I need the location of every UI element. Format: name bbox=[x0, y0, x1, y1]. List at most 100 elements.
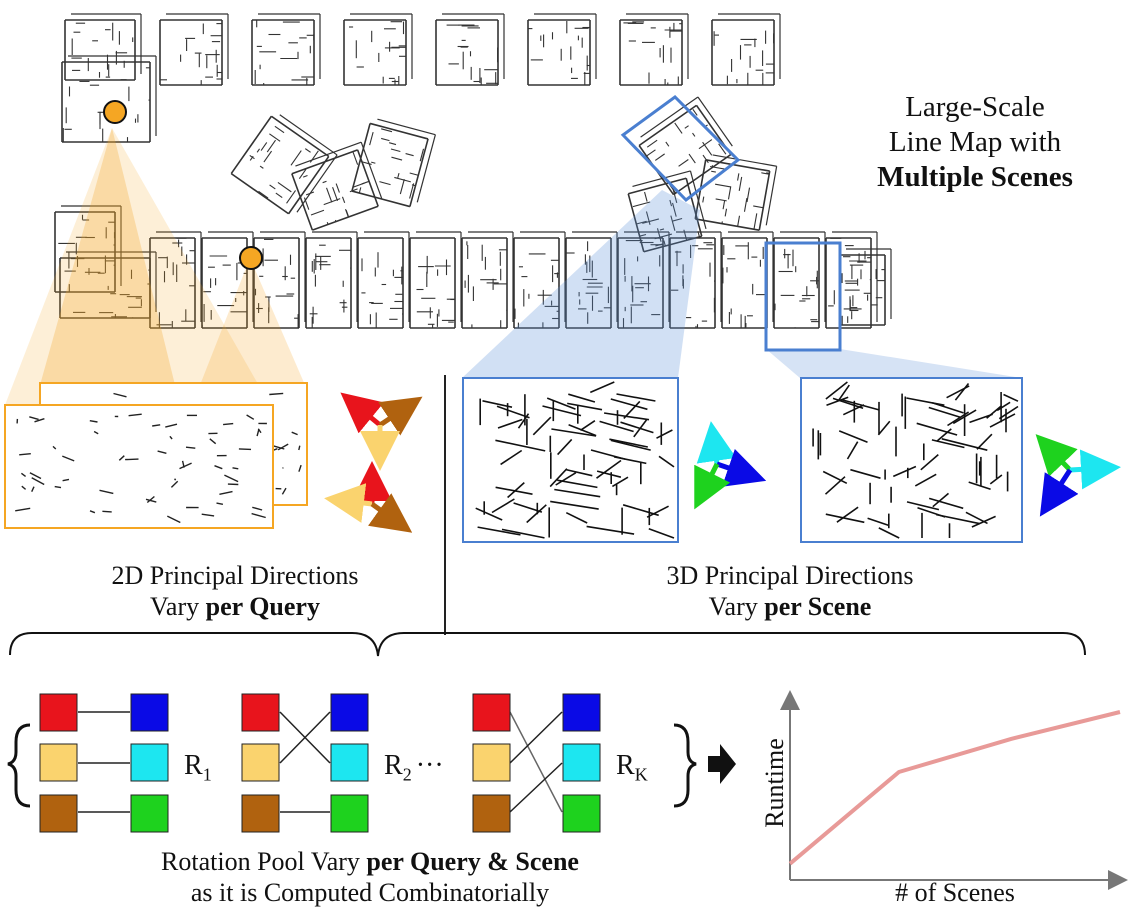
map-room bbox=[711, 13, 781, 86]
scene-caption-prefix: Vary bbox=[708, 592, 765, 621]
color-square-brown bbox=[39, 794, 78, 833]
map-room bbox=[694, 154, 778, 231]
runtime-chart bbox=[780, 690, 1128, 890]
pool-brace-left bbox=[7, 723, 31, 808]
color-square-cyan bbox=[562, 743, 601, 782]
map-room bbox=[773, 231, 826, 329]
map-room bbox=[351, 118, 436, 208]
query-caption-prefix: Vary bbox=[150, 592, 206, 621]
scene-caption-line1: 3D Principal Directions bbox=[666, 561, 914, 590]
color-square-light-orange bbox=[241, 743, 280, 782]
scene-image-2 bbox=[800, 377, 1023, 543]
color-square-blue bbox=[130, 693, 169, 732]
rotation-group-1 bbox=[39, 693, 169, 833]
color-square-green bbox=[562, 794, 601, 833]
query-frustum-1 bbox=[40, 128, 175, 385]
rotation-label-k: RK bbox=[616, 752, 648, 789]
map-room bbox=[461, 231, 514, 329]
query-caption-line1: 2D Principal Directions bbox=[111, 561, 359, 590]
rotation-label-1: R1 bbox=[184, 752, 212, 789]
chart-y-label: Runtime bbox=[760, 738, 789, 828]
rotation-label-2: R2··· bbox=[384, 752, 444, 789]
map-room bbox=[59, 251, 157, 319]
scene-caption-bold: per Scene bbox=[764, 592, 872, 621]
color-square-green bbox=[330, 794, 369, 833]
query-marker-2 bbox=[239, 246, 263, 270]
map-title: Large-Scale Line Map with Multiple Scene… bbox=[830, 90, 1120, 195]
implies-arrow-icon bbox=[708, 744, 736, 784]
map-room bbox=[343, 13, 413, 86]
map-room bbox=[357, 231, 410, 329]
color-square-red bbox=[241, 693, 280, 732]
3d-directions-scene2-icon bbox=[1035, 434, 1121, 517]
map-room bbox=[669, 231, 722, 329]
color-square-red bbox=[472, 693, 511, 732]
rotation-subscript: K bbox=[634, 764, 648, 785]
color-square-cyan bbox=[130, 743, 169, 782]
map-room bbox=[617, 231, 670, 329]
query-marker-1 bbox=[103, 100, 127, 124]
scene-image-1 bbox=[462, 377, 679, 543]
map-room bbox=[825, 231, 878, 329]
rotation-subscript: 2 bbox=[402, 764, 412, 785]
combining-brace bbox=[9, 632, 1086, 657]
map-room bbox=[305, 231, 358, 329]
map-room bbox=[230, 114, 338, 215]
chart-x-label: # of Scenes bbox=[895, 878, 1015, 907]
map-room bbox=[409, 231, 462, 329]
scene-frustum-1 bbox=[462, 190, 700, 378]
rotation-subscript: 1 bbox=[202, 764, 212, 785]
rotation-group-k bbox=[472, 693, 601, 833]
map-title-line2: Line Map with bbox=[888, 126, 1062, 158]
color-square-blue bbox=[562, 693, 601, 732]
rotation-symbol: R bbox=[616, 750, 635, 781]
color-square-green bbox=[130, 794, 169, 833]
color-square-brown bbox=[472, 794, 511, 833]
map-room bbox=[159, 13, 229, 86]
map-room bbox=[527, 13, 597, 86]
3d-directions-scene1-icon bbox=[694, 421, 767, 510]
map-room bbox=[64, 13, 142, 81]
query-frustum-3 bbox=[200, 258, 305, 385]
map-room bbox=[61, 55, 157, 143]
map-title-line1: Large-Scale bbox=[905, 91, 1045, 123]
map-room bbox=[565, 231, 618, 329]
color-square-red bbox=[39, 693, 78, 732]
map-room bbox=[149, 231, 202, 329]
query-caption-bold: per Query bbox=[205, 592, 320, 621]
color-square-cyan bbox=[330, 743, 369, 782]
map-title-line3: Multiple Scenes bbox=[877, 161, 1073, 193]
color-square-light-orange bbox=[39, 743, 78, 782]
query-caption-line2: Vary per Query bbox=[40, 591, 430, 622]
pool-caption-prefix: Rotation Pool Vary bbox=[161, 847, 367, 876]
pool-brace-right bbox=[673, 723, 697, 808]
pool-caption-line1: Rotation Pool Vary per Query & Scene bbox=[20, 846, 720, 877]
map-room bbox=[291, 141, 383, 231]
panorama-front bbox=[4, 404, 274, 529]
2d-directions-upper-icon bbox=[340, 392, 423, 471]
scene-frustum-2 bbox=[766, 349, 1022, 378]
color-square-blue bbox=[330, 693, 369, 732]
scene-caption: 3D Principal Directions Vary per Scene bbox=[580, 560, 1000, 622]
rotation-symbol: R bbox=[184, 750, 203, 781]
2d-directions-lower-icon bbox=[324, 461, 413, 533]
pool-caption: Rotation Pool Vary per Query & Scene as … bbox=[20, 846, 720, 908]
pool-caption-line2: as it is Computed Combinatorially bbox=[190, 878, 550, 907]
rotation-group-2 bbox=[241, 693, 369, 833]
map-room bbox=[619, 13, 689, 86]
map-room bbox=[513, 231, 566, 329]
color-square-light-orange bbox=[472, 743, 511, 782]
scene-box-2 bbox=[764, 241, 842, 352]
scene-caption-line2: Vary per Scene bbox=[580, 591, 1000, 622]
scene-box-1 bbox=[620, 95, 741, 203]
pool-caption-bold: per Query & Scene bbox=[366, 847, 579, 876]
query-caption: 2D Principal Directions Vary per Query bbox=[40, 560, 430, 622]
map-room bbox=[435, 13, 505, 86]
color-square-brown bbox=[241, 794, 280, 833]
query-frustum-2 bbox=[5, 128, 270, 405]
runtime-curve bbox=[788, 710, 1121, 866]
ellipsis: ··· bbox=[415, 750, 444, 781]
